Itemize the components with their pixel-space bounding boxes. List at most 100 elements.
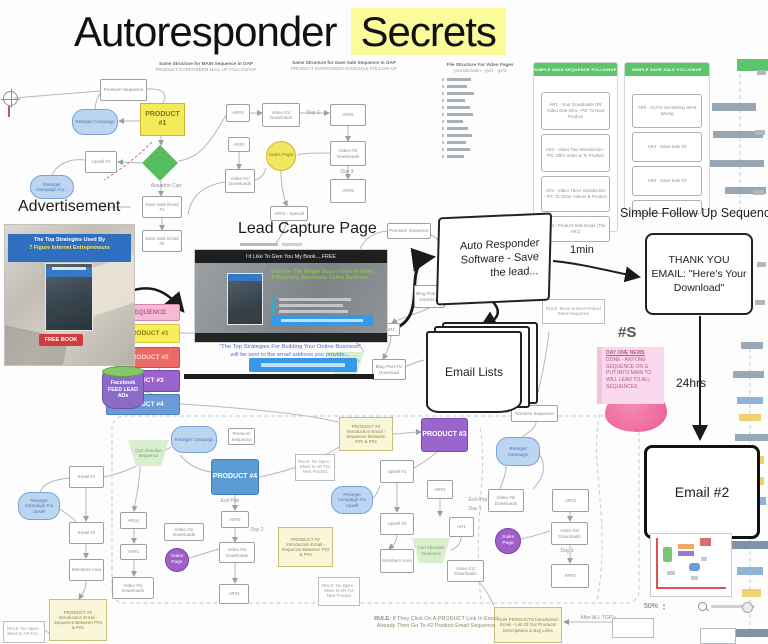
facebook-feed-lead-ads-cylinder[interactable]: Facebook FEED LEAD ADs xyxy=(102,366,144,412)
rule-no-open-3[interactable]: RULE: No Open - Move to AR For Next Prod… xyxy=(318,577,360,606)
video-1-left[interactable]: Video #1/ Downloads xyxy=(225,169,255,193)
retarget-campaign-2[interactable]: Retarget Campaign For... xyxy=(30,175,74,199)
landing-book-image xyxy=(227,273,263,325)
ar-sequence-item[interactable]: AR3 - Video Three Introduction - PS: To … xyxy=(541,176,610,212)
ar3-mid[interactable]: AR#3 xyxy=(330,179,366,203)
zoom-step-down-icon[interactable]: ▼ xyxy=(662,605,666,611)
premium-sequence-2[interactable]: Premium Sequence xyxy=(387,223,431,239)
zoom-control[interactable]: 50% ▲▼ xyxy=(644,601,755,613)
upsell-2-bm[interactable]: Upsell #2 xyxy=(380,513,414,535)
edge-mark xyxy=(753,190,764,195)
save-sale-email-2[interactable]: Save Sale Email #2 xyxy=(142,230,182,252)
premium-sequence-3[interactable]: Premium Sequence xyxy=(228,428,255,445)
zoom-step-up-icon[interactable]: ▲ xyxy=(662,601,666,607)
ar-sequence-item[interactable]: AR0 - GUYS Something Went Wrong xyxy=(632,94,702,128)
cart-abandon-seq-3[interactable]: Cart Abandon Sequence xyxy=(412,538,450,563)
thank-you-email-node[interactable]: THANK YOU EMAIL: "Here's Your Download" xyxy=(645,233,753,315)
ar1-bm[interactable]: AR#1 xyxy=(427,480,453,499)
video-1-top[interactable]: Video #1/ Downloads xyxy=(262,103,300,127)
ar-sequence-item[interactable]: AR1 - Save Sale #2 xyxy=(632,132,702,162)
ad-banner-line1: The Top Strategies Used By xyxy=(33,237,106,243)
rule-no-open-1[interactable]: RULE: No Open - Move to AR For... xyxy=(3,621,45,643)
cart-abandon-seq-2[interactable]: Cart Abandon Sequence xyxy=(128,440,169,466)
upsell-1-bm[interactable]: Upsell #1 xyxy=(380,460,414,483)
video-1-bl[interactable]: Video #1/ Downloads xyxy=(112,577,154,599)
product-4-big[interactable]: PRODUCT #4 xyxy=(211,459,259,495)
ar1-bm2[interactable]: AR1 xyxy=(449,517,474,537)
product-2-intro-note-1[interactable]: PRODUCT #2 Introduction Email - Sequence… xyxy=(339,417,393,451)
file-tree-tick xyxy=(442,148,444,151)
upsell-1-top[interactable]: Upsell #1 xyxy=(85,151,117,173)
ar-sequence-item[interactable]: AR2 - Video Two Introduction - PS: Offer… xyxy=(541,134,610,172)
advertisement-image[interactable]: The Top Strategies Used By 7 Figure Inte… xyxy=(4,224,135,366)
url-text-bar xyxy=(282,243,302,246)
save-sale-email-1[interactable]: Save Sale Email #1 xyxy=(142,196,182,218)
ar-sequence-item[interactable]: AR1 - Your Downloads OR Video One Intro … xyxy=(541,92,610,130)
ar4-bl[interactable]: AR#4 xyxy=(219,584,249,604)
sales-page-purple-1[interactable]: Sales Page xyxy=(165,548,189,572)
ad-banner-line2: 7 Figure Internet Entrepreneurs xyxy=(29,245,110,252)
ar2-bl[interactable]: AR#2 xyxy=(221,511,249,528)
lead-capture-page-screenshot[interactable]: I'd Like To Give You My Book....FREE Dis… xyxy=(194,249,388,343)
zoom-slider[interactable] xyxy=(710,602,755,613)
video-1-bm[interactable]: Video #1/ Downloads xyxy=(447,560,484,582)
small-flow-box[interactable] xyxy=(612,618,654,638)
our-products-note[interactable]: OUR PRODUCTS Introduction Email - List O… xyxy=(494,607,562,643)
product-2-intro-note-2[interactable]: PRODUCT #2 Introduction Email - Sequence… xyxy=(278,527,333,567)
ar4-special[interactable]: AR#4 - Special xyxy=(270,206,308,221)
rule-move-next[interactable]: RULE: Move to Next Product Email Sequenc… xyxy=(542,299,605,324)
members-area-2[interactable]: Members Area xyxy=(380,549,414,573)
ar1-top[interactable]: AR#1 xyxy=(226,104,250,122)
video-2-bm[interactable]: Video #2/ Downloads xyxy=(488,489,524,512)
ar2-mid[interactable]: AR#2 xyxy=(330,104,366,126)
edge-mark xyxy=(757,262,766,267)
premium-sequence-1[interactable]: Premium Sequence xyxy=(100,79,147,101)
members-area-1[interactable]: Members Area xyxy=(69,559,104,581)
video-2-mid[interactable]: Video #2/ Downloads xyxy=(330,141,366,166)
ar1-bl[interactable]: AR#1 xyxy=(120,544,147,560)
retarget-upsell-1[interactable]: Retarget Campaign For Upsell xyxy=(18,492,60,520)
product-1-intro-note[interactable]: PRODUCT #1 Introduction Email - Sequence… xyxy=(49,599,107,641)
ar2-bm[interactable]: AR#2 xyxy=(552,489,589,512)
free-book-button[interactable]: FREE BOOK xyxy=(39,334,83,346)
video-2-bl[interactable]: Video #2/ Downloads xyxy=(219,542,255,563)
video-2-bm2[interactable]: Video #2/ Downloads xyxy=(551,522,588,545)
email-2-small[interactable]: Email #2 xyxy=(69,522,104,544)
autoresponder-software-node[interactable]: Auto Responder Software - Save the lead.… xyxy=(435,212,553,306)
file-tree-tick xyxy=(442,92,444,95)
video-1-bl2[interactable]: Video #1/ Downloads xyxy=(164,523,204,541)
url-text-bar xyxy=(240,243,278,246)
ar-sequence-item[interactable]: AR2 - Save Sale #3 xyxy=(632,166,702,196)
ar-sequence-item[interactable] xyxy=(632,200,702,214)
landing-secondary-button[interactable] xyxy=(249,358,357,372)
minimap-panel[interactable] xyxy=(650,533,732,597)
product-3-big[interactable]: PRODUCT #3 xyxy=(421,418,468,452)
landing-cta-button[interactable] xyxy=(271,315,373,326)
ar2-left[interactable]: AR#2 xyxy=(228,137,250,152)
rule-no-open-2[interactable]: RULE: No Open - Move to AR For Next Prod… xyxy=(295,454,335,481)
email-2-node[interactable]: Email #2 xyxy=(644,445,760,539)
column-header-main: File Structure For Video Pages xyxy=(446,62,514,67)
ar3-bm[interactable]: AR#3 xyxy=(551,564,589,588)
ars-box[interactable]: AR(s) xyxy=(120,512,147,529)
retarget-campaign-1[interactable]: Retarget Campaign xyxy=(72,109,118,135)
product-1-yellow[interactable]: PRODUCT #1 xyxy=(140,103,185,136)
title-word: Autoresponder xyxy=(74,8,338,55)
email-1[interactable]: Email #1 xyxy=(69,466,104,488)
day-3-label-2: Day 3 xyxy=(560,548,574,555)
ar-sequence-item[interactable]: AR4 - Product Sale Email (The AR1) xyxy=(541,216,610,242)
file-tree-line xyxy=(447,113,473,116)
random-sequence[interactable]: Random Sequence xyxy=(511,405,558,422)
sales-page-purple-2[interactable]: Sales Page xyxy=(495,528,521,554)
zoom-slider-knob[interactable] xyxy=(741,602,753,613)
zoom-stepper[interactable]: ▲▼ xyxy=(662,601,666,611)
blog-post-2[interactable]: Blog Post #1/ Download xyxy=(372,359,406,380)
email-lists-node[interactable]: Email Lists xyxy=(424,322,538,414)
retarget-upsell-2[interactable]: Retarget Campaign For Upsell xyxy=(331,486,373,514)
small-flow-box[interactable] xyxy=(700,628,736,644)
sales-page-yellow[interactable]: Sales Page xyxy=(266,141,296,171)
retarget-campaign-4[interactable]: Retarget Campaign xyxy=(496,437,540,466)
retarget-campaign-3[interactable]: Retarget Campaign xyxy=(171,426,217,453)
